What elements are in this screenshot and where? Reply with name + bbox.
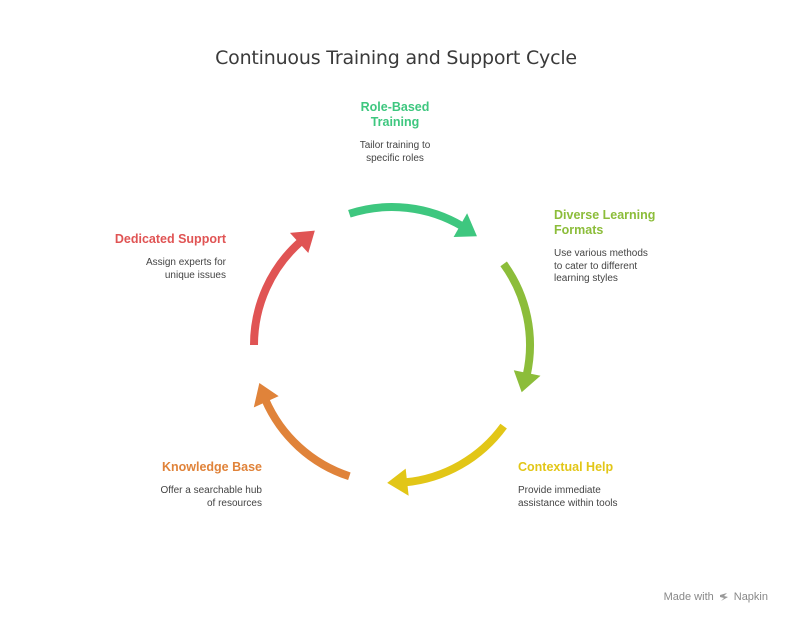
arrow-head-icon — [513, 370, 541, 393]
arrow-arc — [261, 397, 351, 481]
stage-description: Assign experts for unique issues — [56, 257, 226, 282]
stage-title-line: Dedicated Support — [114, 232, 226, 246]
stage-description-line: assistance within tools — [518, 497, 618, 509]
made-with-label: Made with — [663, 591, 714, 603]
stage-description-line: to cater to different — [554, 260, 638, 272]
stage-description-line: Assign experts for — [145, 257, 226, 268]
arrow-arc — [404, 423, 507, 487]
stage-title-line: Knowledge Base — [161, 460, 262, 474]
stage-title: Dedicated Support — [56, 232, 226, 247]
arrow-head-icon — [289, 230, 315, 254]
stage-title: Role-Based Training — [315, 100, 475, 130]
diagram-title: Continuous Training and Support Cycle — [215, 47, 577, 69]
stage-description: Offer a searchable hub of resources — [92, 485, 262, 510]
stage-contextual-help: Contextual Help Provide immediate assist… — [518, 460, 688, 510]
arrow-head-icon — [387, 468, 409, 496]
stage-description-line: Use various methods — [554, 248, 648, 259]
stage-description: Use various methods to cater to differen… — [554, 248, 724, 286]
stage-title: Diverse Learning Formats — [554, 208, 724, 238]
stage-title: Contextual Help — [518, 460, 688, 475]
stage-role-based-training: Role-Based Training Tailor training to s… — [315, 100, 475, 165]
arrow-head-icon — [253, 383, 279, 408]
stage-description-line: specific roles — [366, 152, 424, 164]
stage-title-line: Role-Based — [360, 100, 430, 114]
stage-title-line: Formats — [554, 223, 604, 237]
stage-description: Tailor training to specific roles — [315, 140, 475, 165]
arrow-arc — [348, 203, 465, 230]
stage-title: Knowledge Base — [92, 460, 262, 475]
arrow-arc — [250, 238, 304, 346]
stage-title-line: Contextual Help — [518, 460, 614, 474]
arrow-contextual-help — [387, 423, 507, 496]
stage-description-line: unique issues — [164, 269, 226, 281]
arrow-diverse-learning-formats — [500, 261, 541, 393]
stage-description: Provide immediate assistance within tool… — [518, 485, 688, 510]
arrow-arc — [500, 261, 534, 377]
cycle-arrows — [250, 203, 541, 496]
stage-description-line: of resources — [206, 497, 262, 509]
stage-dedicated-support: Dedicated Support Assign experts for uni… — [56, 232, 226, 282]
stage-description-line: Offer a searchable hub — [160, 485, 262, 496]
stage-description-line: Tailor training to — [359, 140, 431, 151]
stage-diverse-learning-formats: Diverse Learning Formats Use various met… — [554, 208, 724, 286]
arrow-dedicated-support — [250, 230, 315, 346]
stage-title-line: Diverse Learning — [554, 208, 656, 222]
arrow-head-icon — [453, 213, 477, 237]
napkin-brand-label: Napkin — [733, 591, 768, 603]
napkin-logo-icon — [719, 592, 729, 602]
stage-knowledge-base: Knowledge Base Offer a searchable hub of… — [92, 460, 262, 510]
stage-description-line: Provide immediate — [518, 485, 601, 496]
arrow-role-based-training — [348, 203, 477, 237]
made-with-napkin-footer: Made with Napkin — [664, 591, 768, 603]
arrow-knowledge-base — [253, 383, 351, 481]
stage-title-line: Training — [370, 115, 420, 129]
stage-description-line: learning styles — [554, 273, 618, 284]
